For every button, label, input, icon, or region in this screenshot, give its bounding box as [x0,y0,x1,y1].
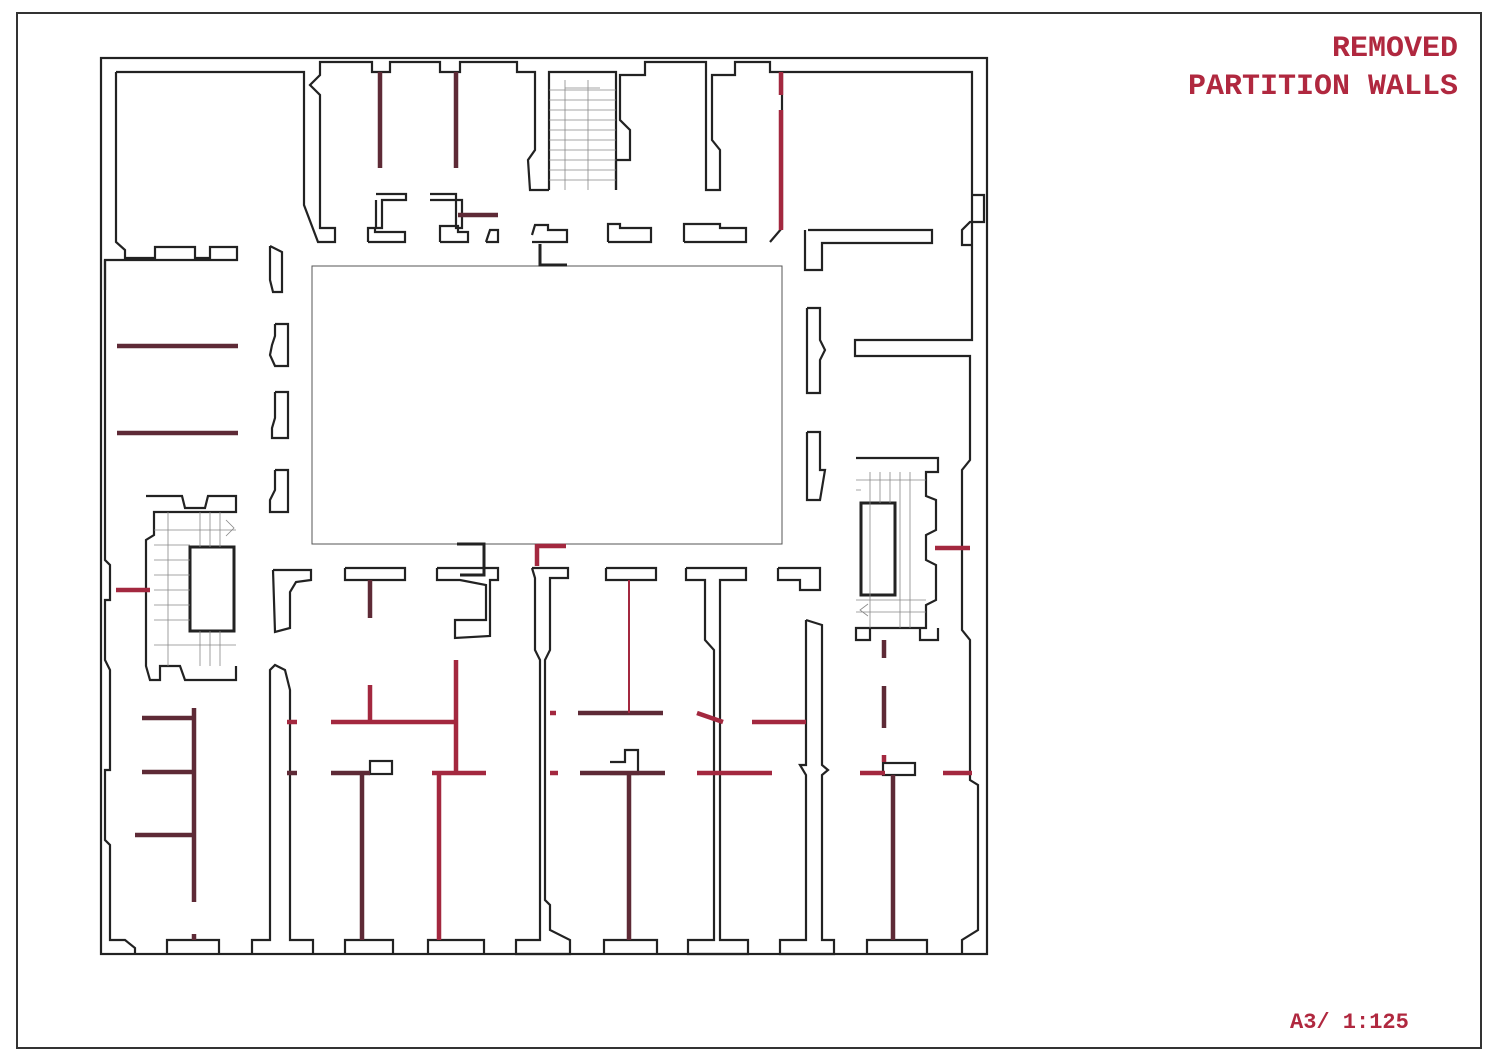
stair-west [154,512,236,666]
drawing-title: REMOVED PARTITION WALLS [1188,30,1458,106]
stairs [154,70,926,666]
scale-label: A3/ 1:125 [1290,1010,1409,1035]
removed-partition-walls [116,72,972,940]
drawing-frame [16,12,1482,1049]
stair-east [856,472,926,628]
stair-top [547,70,618,190]
title-line-2: PARTITION WALLS [1187,70,1458,104]
title-line-1: REMOVED [1331,32,1458,66]
existing-walls [99,56,989,956]
